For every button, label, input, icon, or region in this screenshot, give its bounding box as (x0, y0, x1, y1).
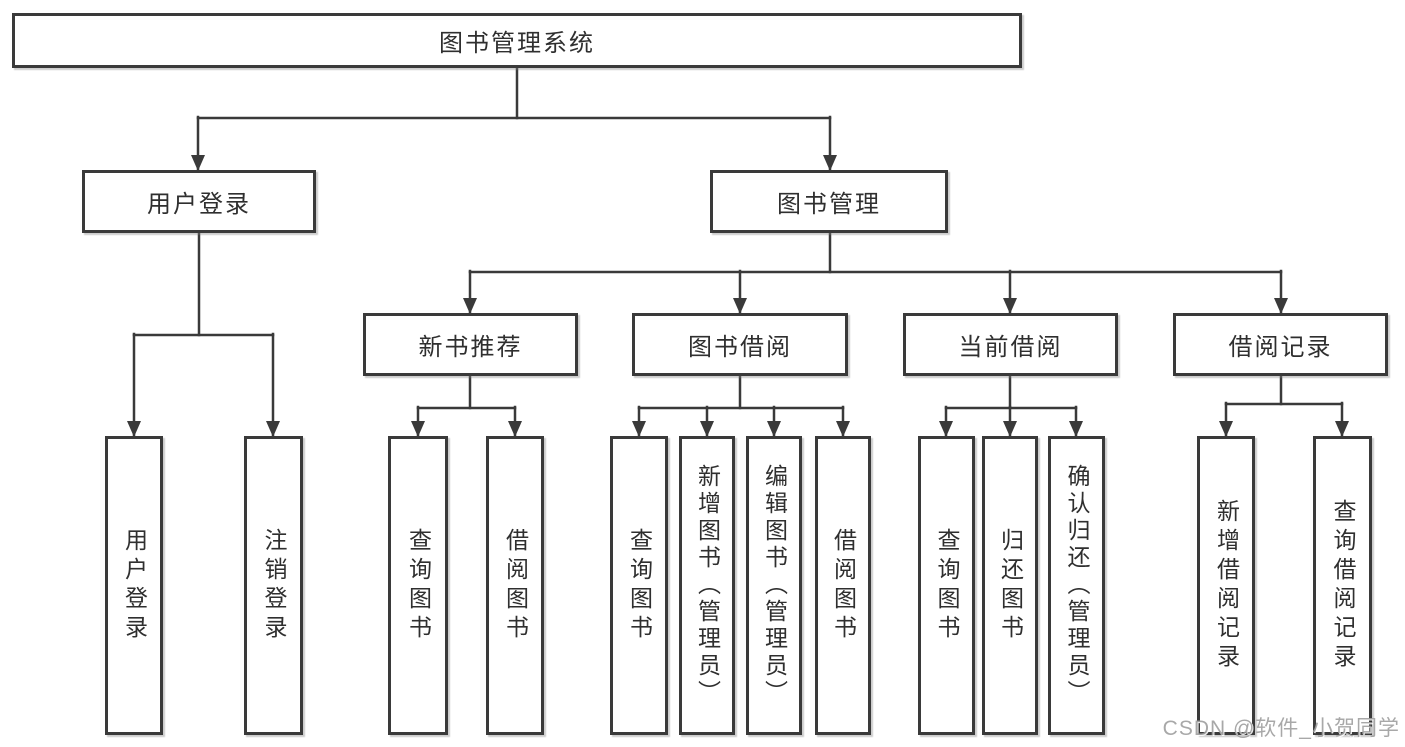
node-label: 查询图书 (405, 527, 432, 644)
node-borrowing-records: 借阅记录 (1173, 313, 1388, 376)
node-label: 借阅图书 (502, 527, 529, 644)
node-library-management-system: 图书管理系统 (12, 13, 1022, 68)
node-borrowing-edit-books-admin: 编辑图书（管理员） (746, 436, 802, 735)
node-label: 查询图书 (934, 527, 960, 644)
watermark-csdn: CSDN @软件_小贺同学 (1162, 717, 1400, 740)
node-label: 图书管理系统 (439, 30, 595, 57)
node-user-login: 用户登录 (105, 436, 163, 735)
node-label: 当前借阅 (958, 334, 1063, 361)
node-label: 归还图书 (997, 527, 1024, 644)
node-current-confirm-return-admin: 确认归还（管理员） (1048, 436, 1105, 735)
node-label: 注销登录 (261, 527, 287, 644)
node-label: 借阅图书 (830, 527, 857, 644)
node-recommend-borrow-books: 借阅图书 (486, 436, 544, 735)
node-label: 用户登录 (121, 527, 148, 644)
node-label: 图书管理 (777, 191, 881, 218)
node-label: 用户登录 (147, 191, 251, 218)
node-records-add-borrow-record: 新增借阅记录 (1197, 436, 1255, 735)
node-recommend-query-books: 查询图书 (388, 436, 448, 735)
node-book-borrowing: 图书借阅 (632, 313, 848, 376)
node-borrowing-query-books: 查询图书 (610, 436, 668, 735)
node-label: 查询图书 (626, 527, 653, 644)
node-borrowing-add-books-admin: 新增图书（管理员） (679, 436, 735, 735)
node-label: 借阅记录 (1228, 334, 1333, 361)
node-book-management: 图书管理 (710, 170, 948, 233)
node-borrowing-borrow-books: 借阅图书 (815, 436, 871, 735)
node-new-book-recommendation: 新书推荐 (363, 313, 578, 376)
node-label: 编辑图书（管理员） (761, 464, 788, 707)
node-current-return-books: 归还图书 (982, 436, 1038, 735)
node-label: 新增借阅记录 (1213, 498, 1240, 673)
node-records-query-borrow-record: 查询借阅记录 (1313, 436, 1372, 735)
node-label: 新书推荐 (418, 334, 523, 361)
node-label: 确认归还（管理员） (1064, 464, 1090, 707)
node-label: 图书借阅 (688, 334, 792, 361)
node-logout-login: 注销登录 (244, 436, 303, 735)
node-current-borrowing: 当前借阅 (903, 313, 1118, 376)
node-user-login-branch: 用户登录 (82, 170, 316, 233)
node-label: 新增图书（管理员） (694, 464, 721, 707)
node-current-query-books: 查询图书 (918, 436, 975, 735)
node-label: 查询借阅记录 (1330, 498, 1356, 673)
